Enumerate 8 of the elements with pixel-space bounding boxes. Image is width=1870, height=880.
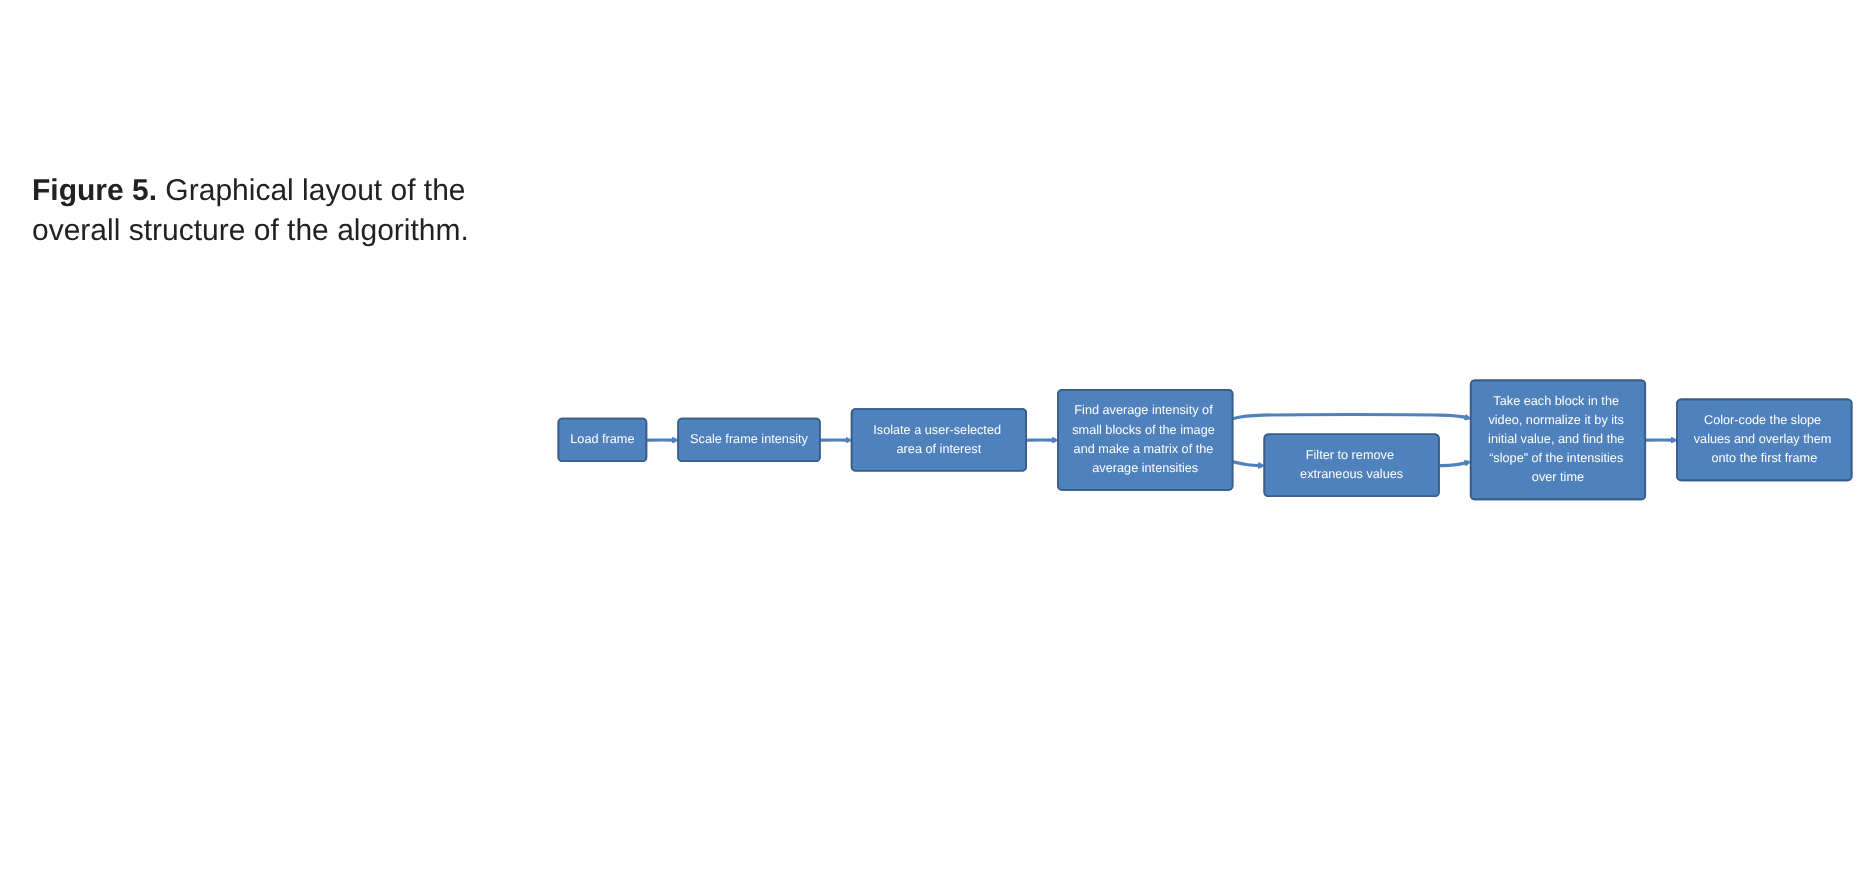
- arrow: [646, 436, 679, 444]
- arrow: [1232, 460, 1265, 470]
- arrow: [1439, 459, 1472, 468]
- figure-caption: Figure 5. Graphical layout of the overall structure of the algorithm.: [30, 172, 471, 253]
- arrow: [1026, 436, 1059, 444]
- arrow: [1645, 436, 1678, 444]
- arrow: [820, 436, 853, 444]
- arrow: [1232, 413, 1472, 421]
